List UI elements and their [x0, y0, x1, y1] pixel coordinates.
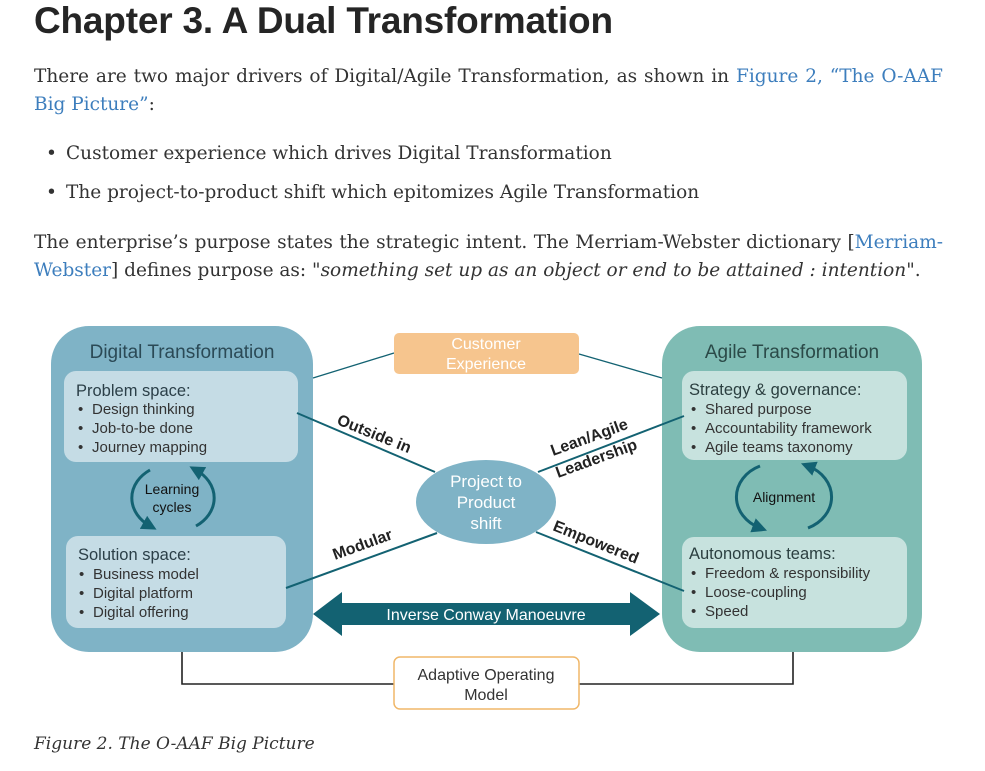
- list-item-text: The project-to-product shift which epito…: [66, 182, 700, 203]
- autonomous-teams-box: [682, 537, 907, 628]
- agile-title: Agile Transformation: [705, 342, 879, 363]
- center-label: Project to: [450, 472, 522, 491]
- operating-model-label: Adaptive Operating: [418, 667, 555, 684]
- strategy-title: Strategy & governance:: [689, 381, 861, 399]
- bullet-icon: •: [79, 604, 84, 621]
- learning-cycles-label: cycles: [153, 499, 192, 515]
- alignment-label: Alignment: [753, 489, 815, 505]
- solution-item: Digital platform: [93, 585, 193, 602]
- bullet-icon: •: [79, 585, 84, 602]
- problem-item: Job-to-be done: [92, 420, 193, 437]
- bullet-icon: •: [46, 182, 57, 203]
- center-label: Product: [457, 493, 516, 512]
- purpose-paragraph: The enterprise’s purpose states the stra…: [34, 229, 943, 285]
- figure-caption: Figure 2. The O-AAF Big Picture: [34, 734, 315, 754]
- bullet-icon: •: [79, 566, 84, 583]
- solution-space-box: [66, 536, 286, 628]
- problem-item: Design thinking: [92, 401, 195, 418]
- bullet-icon: •: [46, 143, 57, 164]
- list-item-text: Customer experience which drives Digital…: [66, 143, 612, 164]
- problem-item: Journey mapping: [92, 439, 207, 456]
- bullet-icon: •: [691, 401, 696, 418]
- list-item: • Customer experience which drives Digita…: [46, 141, 699, 180]
- strategy-governance-box: [682, 371, 907, 460]
- teams-item: Speed: [705, 603, 748, 620]
- customer-experience-box: [394, 333, 579, 374]
- operating-model-label: Model: [464, 687, 508, 704]
- bullet-icon: •: [78, 439, 83, 456]
- modular-connector: [285, 532, 438, 589]
- customer-connector-left: [312, 352, 395, 379]
- empowered-connector: [535, 531, 685, 592]
- problem-space-title: Problem space:: [76, 382, 191, 400]
- chapter-title: Chapter 3. A Dual Transformation: [34, 0, 613, 41]
- lean-agile-connector: [537, 415, 685, 473]
- customer-experience-label: Experience: [446, 356, 526, 373]
- adaptive-operating-model-box: [393, 656, 580, 710]
- intro-text: There are two major drivers of Digital/A…: [34, 66, 736, 87]
- teams-item: Freedom & responsibility: [705, 565, 871, 582]
- bullet-icon: •: [691, 565, 696, 582]
- strategy-item: Agile teams taxonomy: [705, 439, 853, 456]
- bullet-icon: •: [78, 420, 83, 437]
- list-item: • The project-to-product shift which epit…: [46, 180, 699, 219]
- bullet-icon: •: [691, 420, 696, 437]
- customer-connector-right: [578, 353, 663, 379]
- modular-label: Modular: [331, 527, 395, 564]
- cycle-arrow-right-icon: [800, 461, 834, 530]
- solution-item: Business model: [93, 566, 199, 583]
- bullet-icon: •: [691, 603, 696, 620]
- purpose-text-end: ".: [906, 260, 921, 281]
- digital-title: Digital Transformation: [90, 342, 275, 363]
- strategy-item: Accountability framework: [705, 420, 872, 437]
- bullet-icon: •: [691, 584, 696, 601]
- problem-space-box: [64, 371, 298, 462]
- intro-paragraph: There are two major drivers of Digital/A…: [34, 63, 943, 119]
- merriam-webster-link[interactable]: Merriam-Webster: [34, 232, 943, 281]
- learning-cycles-label: Learning: [145, 481, 200, 497]
- purpose-text-middle: ] defines purpose as: ": [111, 260, 321, 281]
- drivers-list: • Customer experience which drives Digita…: [46, 141, 699, 219]
- purpose-quote: something set up as an object or end to …: [320, 260, 907, 281]
- bullet-icon: •: [691, 439, 696, 456]
- solution-space-title: Solution space:: [78, 546, 191, 564]
- intro-text-end: :: [148, 94, 155, 115]
- cycle-arrow-right-icon: [189, 466, 216, 528]
- purpose-text: The enterprise’s purpose states the stra…: [34, 232, 855, 253]
- solution-item: Digital offering: [93, 604, 189, 621]
- center-label: shift: [470, 514, 501, 533]
- figure-link[interactable]: Figure 2, “The O-AAF Big Picture”: [34, 66, 943, 115]
- strategy-item: Shared purpose: [705, 401, 812, 418]
- teams-item: Loose-coupling: [705, 584, 807, 601]
- project-to-product-ellipse: [416, 460, 556, 544]
- inverse-conway-arrow-icon: [313, 592, 660, 636]
- inverse-conway-label: Inverse Conway Manoeuvre: [386, 607, 585, 624]
- bullet-icon: •: [78, 401, 83, 418]
- customer-experience-label: Customer: [451, 336, 521, 353]
- cycle-arrow-left-icon: [130, 468, 157, 530]
- teams-title: Autonomous teams:: [689, 545, 836, 563]
- outside-in-connector: [296, 412, 436, 473]
- cycle-arrow-left-icon: [734, 464, 768, 533]
